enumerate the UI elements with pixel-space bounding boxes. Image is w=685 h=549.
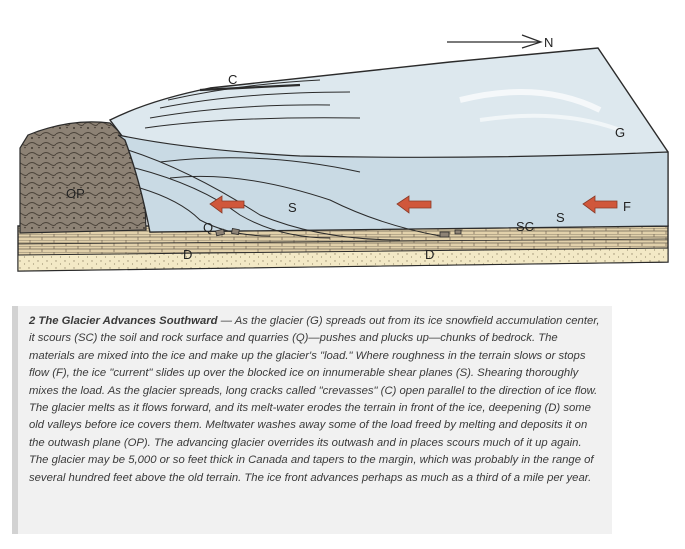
ground-strata — [17, 225, 669, 272]
glacier-block-diagram: N — [17, 34, 669, 272]
quarried-chunks — [215, 228, 462, 238]
label-outwash-plane: OP — [66, 186, 85, 201]
glacier-ice — [108, 47, 669, 233]
figure-caption: 2 The Glacier Advances Southward — As th… — [12, 306, 612, 534]
label-crevasses: C — [228, 72, 237, 87]
diagram-labels: C G OP S Q D D SC S F — [66, 72, 631, 262]
flow-arrows — [209, 195, 618, 214]
label-deepening-2: D — [425, 247, 434, 262]
label-quarries: Q — [203, 220, 213, 235]
shear-planes — [127, 149, 441, 241]
caption-title: 2 The Glacier Advances Southward — [29, 315, 218, 327]
label-deepening-1: D — [183, 247, 192, 262]
north-arrow: N — [447, 34, 553, 50]
label-glacier: G — [615, 125, 625, 140]
label-shear-2: S — [556, 210, 565, 225]
crevasses — [144, 79, 361, 129]
caption-text: — As the glacier (G) spreads out from it… — [29, 315, 600, 484]
label-scours: SC — [516, 219, 534, 234]
label-flow: F — [623, 199, 631, 214]
north-arrow-label: N — [544, 35, 553, 50]
label-shear-1: S — [288, 200, 297, 215]
